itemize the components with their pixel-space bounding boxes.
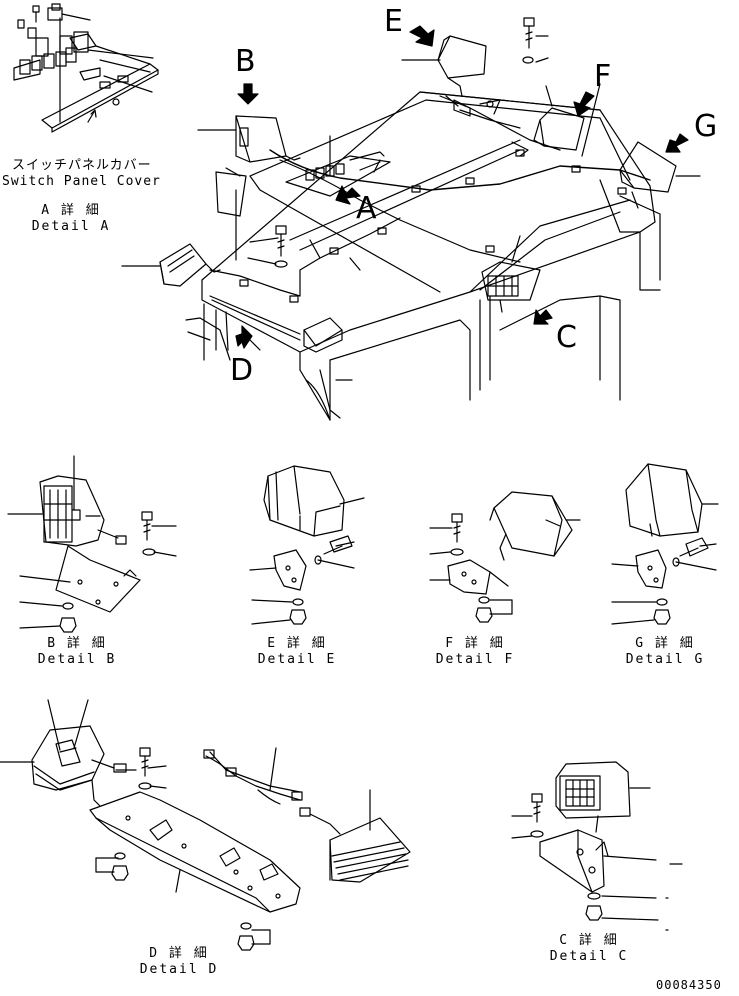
- switch-panel-cover-jp-label: スイッチパネルカバー: [12, 158, 152, 173]
- detail-b-jp-label: B 詳 細: [47, 636, 107, 651]
- detail-d: [0, 699, 411, 951]
- detail-c: [511, 761, 683, 931]
- detail-f-jp-label: F 詳 細: [445, 636, 505, 651]
- arrow-c: [533, 309, 553, 325]
- arrow-f: [573, 91, 595, 117]
- arrow-a: [335, 185, 361, 205]
- detail-e-jp-label: E 詳 細: [267, 636, 327, 651]
- switch-panel-cover-en-label: Switch Panel Cover: [2, 174, 161, 189]
- detail-g: [611, 463, 719, 625]
- detail-g-jp-label: G 詳 細: [635, 636, 695, 651]
- detail-d-jp-label: D 詳 細: [149, 946, 209, 961]
- detail-e-en-label: Detail E: [257, 652, 337, 667]
- view-letter-a: A: [356, 191, 377, 226]
- arrow-e: [409, 25, 435, 47]
- view-letter-e: E: [384, 4, 403, 39]
- drawing-number: 00084350: [656, 978, 722, 992]
- detail-f-en-label: Detail F: [435, 652, 515, 667]
- detail-g-en-label: Detail G: [625, 652, 705, 667]
- detail-f: [429, 491, 581, 623]
- arrow-g: [665, 133, 689, 153]
- detail-c-jp-label: C 詳 細: [559, 933, 619, 948]
- arrow-b: [237, 83, 259, 105]
- detail-e: [249, 465, 365, 625]
- detail-b-en-label: Detail B: [37, 652, 117, 667]
- view-letter-b: B: [235, 44, 256, 79]
- arrow-d: [235, 325, 253, 349]
- detail-a-jp-label: A 詳 細: [41, 203, 101, 218]
- detail-b: [7, 455, 177, 633]
- detail-c-en-label: Detail C: [549, 949, 629, 964]
- detail-d-en-label: Detail D: [139, 962, 219, 977]
- detail-a-switch-panel: [13, 3, 159, 133]
- view-letter-d: D: [230, 353, 254, 388]
- cab-assembly: [121, 17, 701, 421]
- detail-a-en-label: Detail A: [31, 219, 111, 234]
- view-letter-g: G: [694, 109, 718, 144]
- view-letter-c: C: [556, 320, 577, 355]
- view-letter-f: F: [594, 59, 612, 94]
